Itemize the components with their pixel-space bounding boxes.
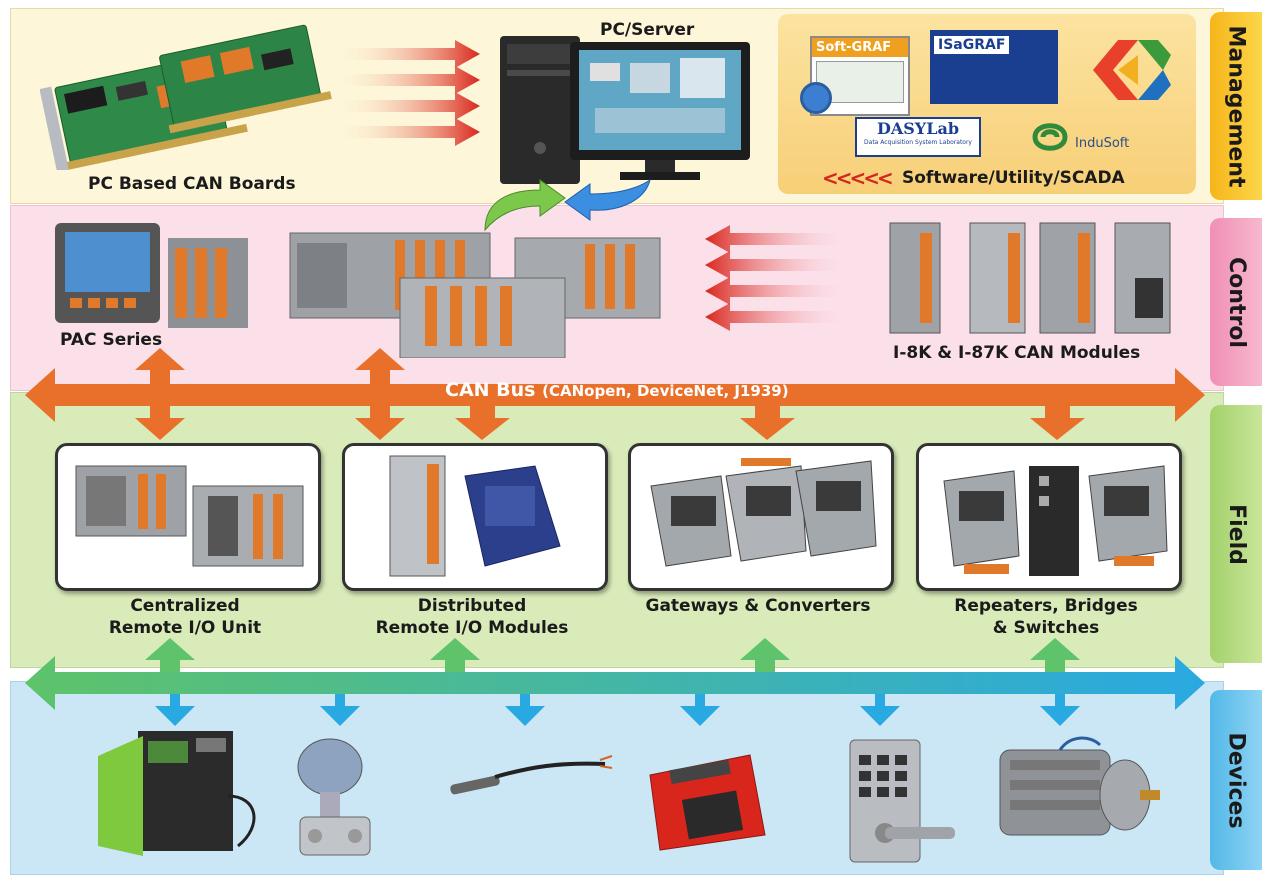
tab-control: Control bbox=[1210, 218, 1262, 386]
monitor-icon bbox=[570, 42, 750, 180]
tab-management: Management bbox=[1210, 12, 1262, 200]
pressure-transmitter-icon bbox=[297, 738, 371, 856]
software-chevrons: <<<<< bbox=[822, 166, 894, 190]
tab-control-label: Control bbox=[1223, 256, 1249, 348]
motor-icon bbox=[999, 736, 1160, 836]
pc-boards-label: PC Based CAN Boards bbox=[88, 174, 296, 194]
tab-devices: Devices bbox=[1210, 690, 1262, 870]
can-bus-protocols: (CANopen, DeviceNet, J1939) bbox=[542, 382, 789, 400]
pc-server-label: PC/Server bbox=[600, 20, 695, 40]
card-gateways-label: Gateways & Converters bbox=[628, 595, 888, 617]
isagraf-logo-text: ISaGRAF bbox=[934, 36, 1010, 54]
indusoft-logo-text: InduSoft bbox=[1075, 136, 1130, 151]
feedback-arrows bbox=[484, 178, 651, 232]
pac-series-label: PAC Series bbox=[60, 330, 163, 350]
pc-can-boards-image bbox=[40, 24, 332, 170]
dasylab-logo-sub: Data Acquisition System Laboratory bbox=[864, 139, 972, 146]
card-centralized-label: Centralized Remote I/O Unit bbox=[55, 595, 315, 639]
pac-controllers-image bbox=[289, 232, 661, 358]
keypad-lock-icon bbox=[849, 739, 955, 863]
card-repeaters-bridges-switches bbox=[916, 443, 1182, 591]
inbound-arrows-left bbox=[335, 40, 480, 146]
card-gateways-converters bbox=[628, 443, 894, 591]
tab-devices-label: Devices bbox=[1223, 731, 1249, 829]
card-distributed-line1: Distributed bbox=[417, 596, 527, 616]
softgraf-logo: Soft-GRAF bbox=[810, 36, 910, 116]
can-bus-name: CAN Bus bbox=[445, 379, 536, 401]
card-centralized-line2: Remote I/O Unit bbox=[108, 618, 262, 638]
card-distributed-label: Distributed Remote I/O Modules bbox=[342, 595, 602, 639]
can-bus-arrow bbox=[25, 348, 1205, 440]
tab-management-label: Management bbox=[1223, 25, 1249, 187]
device-bus-arrow bbox=[25, 638, 1205, 726]
i8k-modules-label: I-8K & I-87K CAN Modules bbox=[893, 343, 1141, 363]
can-bus-title: CAN Bus (CANopen, DeviceNet, J1939) bbox=[445, 379, 789, 401]
isagraf-logo: ISaGRAF bbox=[930, 30, 1058, 104]
i8k-i87k-modules-image bbox=[889, 222, 1171, 334]
card-centralized-line1: Centralized bbox=[130, 596, 240, 616]
card-distributed-remote-io bbox=[342, 443, 608, 591]
tab-field-label: Field bbox=[1223, 503, 1249, 565]
sensor-probe-icon bbox=[450, 755, 613, 795]
pc-tower-icon bbox=[500, 36, 580, 184]
pac-controller-icon bbox=[55, 223, 248, 328]
visual-studio-logo bbox=[1093, 40, 1171, 100]
dasylab-logo-text: DASYLab bbox=[876, 119, 960, 138]
softgraf-logo-text: Soft-GRAF bbox=[812, 38, 908, 57]
dasylab-logo: DASYLab Data Acquisition System Laborato… bbox=[855, 117, 981, 157]
card-repeaters-label: Repeaters, Bridges & Switches bbox=[916, 595, 1176, 639]
indusoft-icon bbox=[1032, 123, 1068, 151]
card-distributed-line2: Remote I/O Modules bbox=[375, 618, 569, 638]
card-centralized-remote-io bbox=[55, 443, 321, 591]
gear-icon bbox=[800, 82, 832, 114]
pump-icon bbox=[98, 731, 256, 856]
barcode-scanner-icon bbox=[649, 754, 766, 851]
tab-field: Field bbox=[1210, 405, 1262, 663]
card-repeaters-line1: Repeaters, Bridges bbox=[954, 596, 1138, 616]
pc-server-image bbox=[500, 36, 750, 184]
card-gateways-line1: Gateways & Converters bbox=[645, 596, 871, 616]
software-label: Software/Utility/SCADA bbox=[902, 168, 1125, 188]
inbound-arrows-right bbox=[705, 225, 850, 331]
card-repeaters-line2: & Switches bbox=[992, 618, 1100, 638]
